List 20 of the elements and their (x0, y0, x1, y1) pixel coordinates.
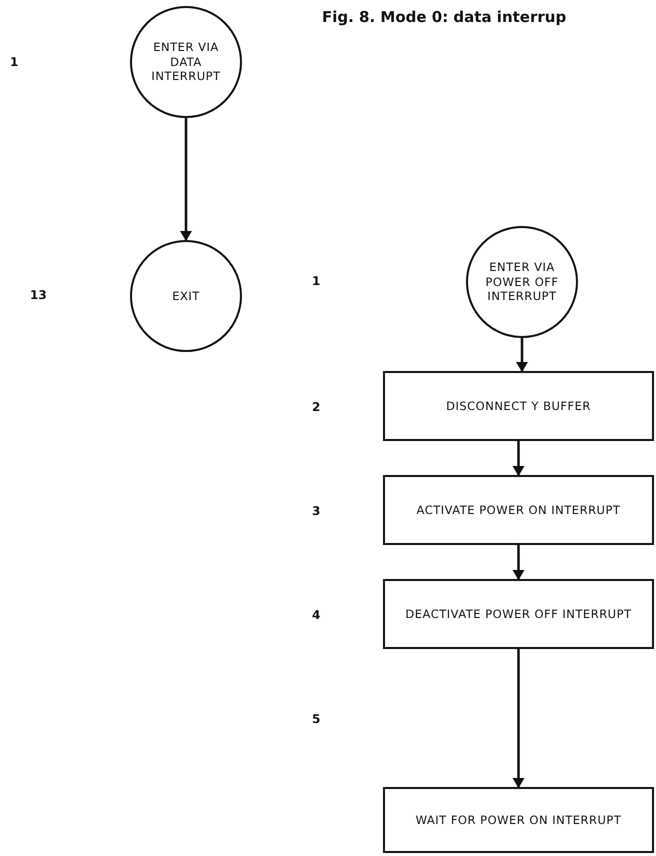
process-box: DEACTIVATE POWER OFF INTERRUPT (383, 579, 654, 649)
step-number: 3 (312, 504, 320, 518)
terminal-circle: ENTER VIA DATA INTERRUPT (130, 6, 242, 118)
step-number: 1 (10, 55, 18, 69)
terminal-circle: EXIT (130, 240, 242, 352)
step-number: 5 (312, 712, 320, 726)
process-box: ACTIVATE POWER ON INTERRUPT (383, 475, 654, 545)
arrow (512, 545, 524, 580)
terminal-circle: ENTER VIA POWER OFF INTERRUPT (466, 226, 578, 338)
figure-title: Fig. 8. Mode 0: data interrup (322, 8, 566, 26)
process-box: WAIT FOR POWER ON INTERRUPT (383, 787, 654, 853)
arrow (180, 118, 192, 241)
arrow (516, 338, 528, 372)
process-box: DISCONNECT Y BUFFER (383, 371, 654, 441)
step-number: 13 (30, 288, 47, 302)
arrow (512, 441, 524, 476)
step-number: 2 (312, 400, 320, 414)
step-number: 4 (312, 608, 320, 622)
arrow (512, 649, 524, 788)
step-number: 1 (312, 274, 320, 288)
